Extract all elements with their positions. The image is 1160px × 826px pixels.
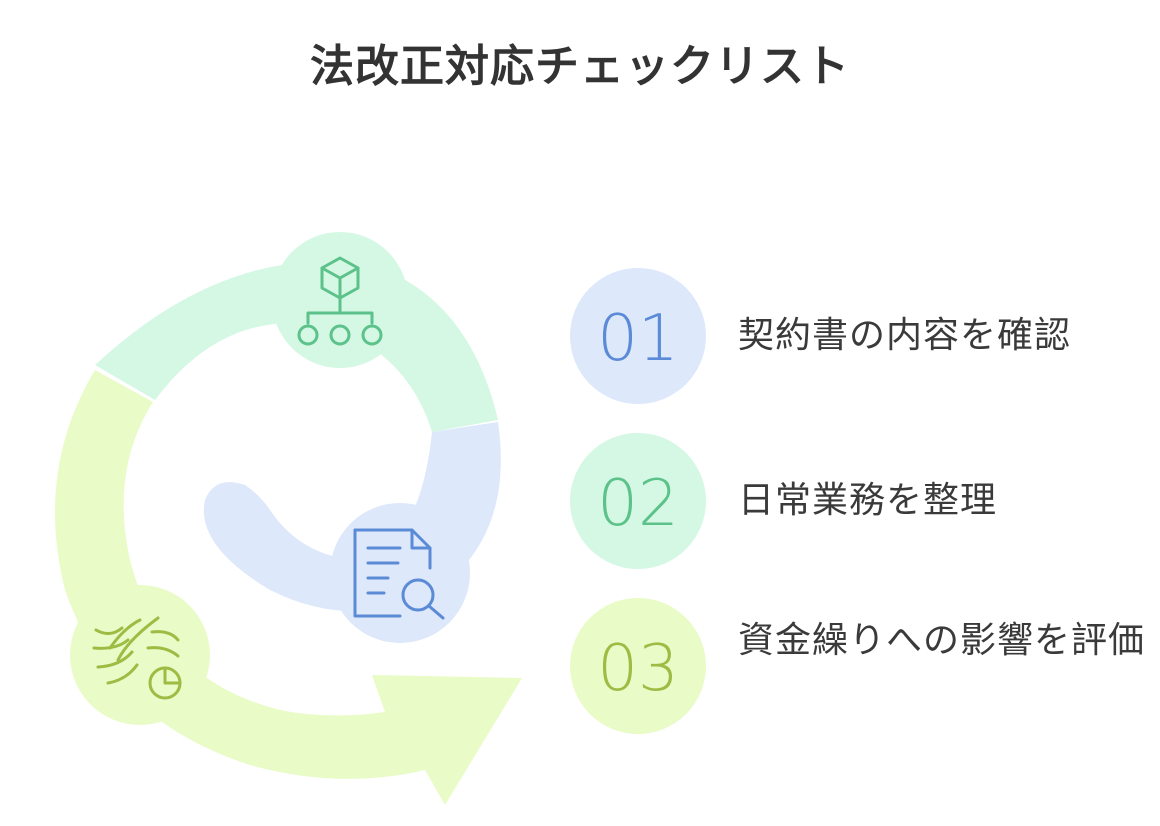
step-3-label: 資金繰りへの影響を評価 bbox=[738, 620, 1146, 661]
step-2-label: 日常業務を整理 bbox=[738, 480, 998, 521]
step-3-number: 03 bbox=[597, 632, 678, 706]
step-1-label: 契約書の内容を確認 bbox=[738, 315, 1072, 356]
document-search-icon bbox=[353, 528, 445, 620]
page-title: 法改正対応チェックリスト bbox=[310, 41, 850, 92]
cash-flow-icon bbox=[92, 616, 182, 700]
step-3-badge bbox=[570, 598, 706, 734]
hierarchy-cube-icon bbox=[297, 256, 383, 346]
cashflow-bubble bbox=[70, 585, 210, 725]
step-2-badge bbox=[570, 433, 706, 569]
step-1-number: 01 bbox=[597, 302, 678, 376]
step-2-number: 02 bbox=[597, 467, 678, 541]
step-1-badge bbox=[570, 268, 706, 404]
document-bubble bbox=[330, 503, 470, 643]
